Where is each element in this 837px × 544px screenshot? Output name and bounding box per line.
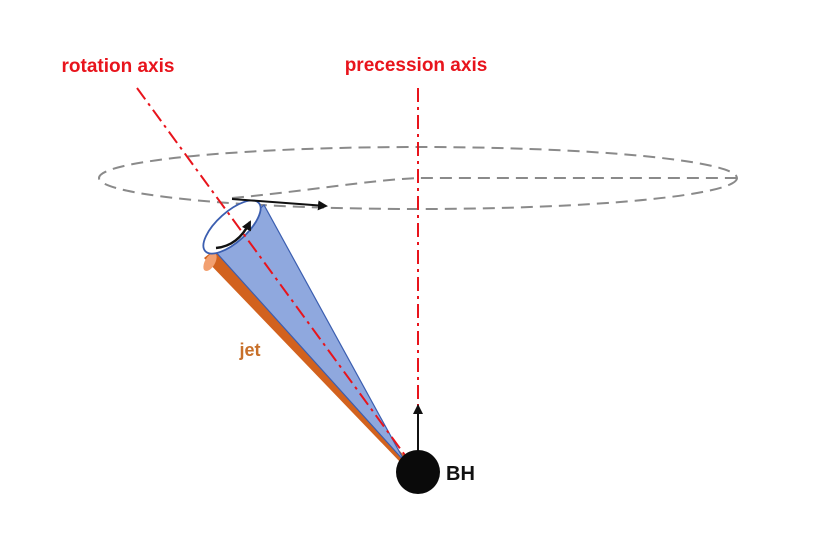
black-hole-label: BH <box>446 463 475 485</box>
jet-tip <box>203 252 217 272</box>
precession-direction-arrow <box>231 198 328 211</box>
orbit-radius-line <box>231 177 737 199</box>
rotation-arrow <box>215 220 252 250</box>
rotation-axis-label: rotation axis <box>62 56 175 77</box>
jet-cone <box>213 204 406 463</box>
precession-axis-label: precession axis <box>345 55 488 76</box>
black-hole <box>396 450 440 494</box>
cone-opening-ellipse <box>202 199 262 255</box>
jet-label: jet <box>238 340 260 360</box>
rotation-axis-line <box>136 87 416 470</box>
